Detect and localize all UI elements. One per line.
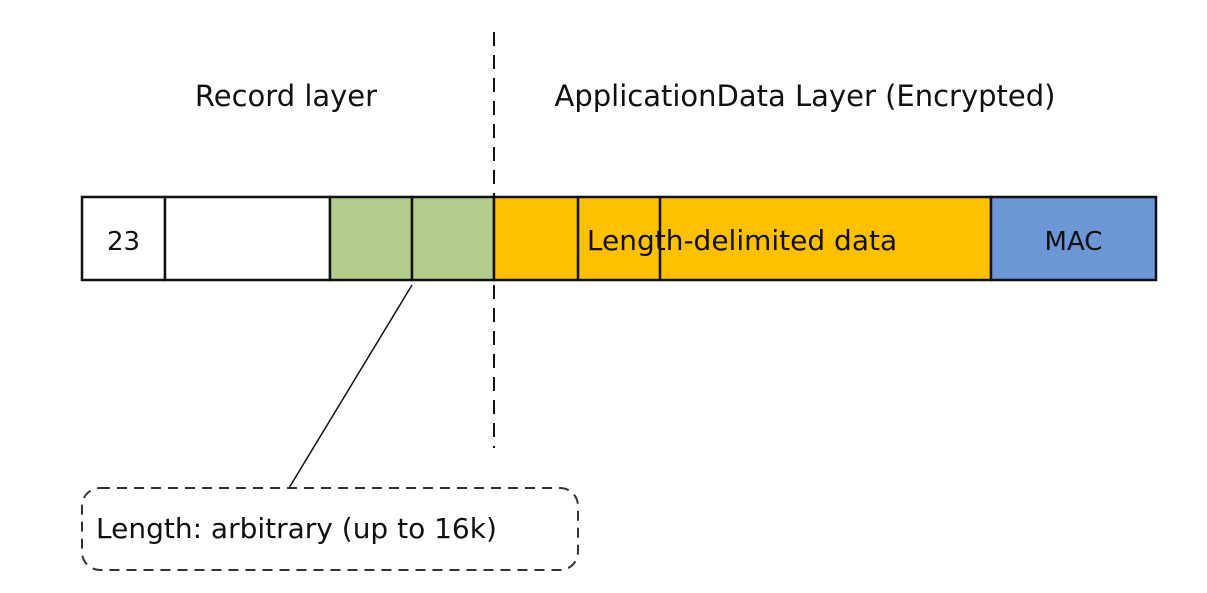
callout-box bbox=[81, 487, 579, 571]
length-field-byte-1 bbox=[328, 195, 414, 282]
content-type-label: 23 bbox=[107, 227, 140, 257]
length-field-byte-2 bbox=[410, 195, 496, 282]
length-delimited-data-label: Length-delimited data bbox=[587, 224, 897, 257]
record-layer-heading: Record layer bbox=[195, 79, 377, 113]
mac-field bbox=[989, 195, 1158, 282]
mac-label: MAC bbox=[1045, 227, 1103, 257]
callout-connector bbox=[288, 284, 413, 489]
callout-text: Length: arbitrary (up to 16k) bbox=[96, 512, 497, 545]
version-field bbox=[163, 195, 332, 282]
application-layer-heading: ApplicationData Layer (Encrypted) bbox=[555, 79, 1056, 113]
